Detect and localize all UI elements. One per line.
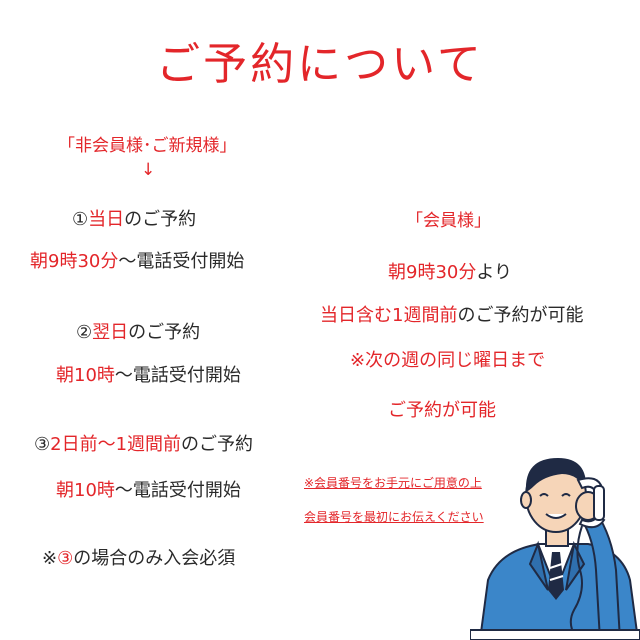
member-line-3: ※次の週の同じ曜日まで bbox=[350, 350, 546, 371]
member-note-2: 会員番号を最初にお伝えください bbox=[304, 510, 484, 524]
member-line-2: 当日含む1週間前のご予約が可能 bbox=[320, 305, 584, 326]
member-line-1: 朝9時30分より bbox=[388, 262, 512, 283]
item-3-heading: ③2日前～1週間前のご予約 bbox=[34, 434, 254, 455]
item-2-heading: ②翌日のご予約 bbox=[76, 322, 201, 343]
non-member-header: 「非会員様･ご新規様」 bbox=[58, 136, 237, 156]
item-2-time: 朝10時～電話受付開始 bbox=[56, 365, 241, 386]
page-title: ご予約について bbox=[156, 39, 484, 90]
businessman-phone-illustration bbox=[470, 458, 640, 640]
footnote: ※③の場合のみ入会必須 bbox=[42, 548, 236, 569]
member-line-4: ご予約が可能 bbox=[388, 400, 496, 421]
item-1-time: 朝9時30分～電話受付開始 bbox=[30, 251, 245, 272]
item-1-heading: ①当日のご予約 bbox=[72, 209, 197, 230]
member-header: 「会員様」 bbox=[406, 211, 491, 231]
item-3-time: 朝10時～電話受付開始 bbox=[56, 480, 241, 501]
member-note-1: ※会員番号をお手元にご用意の上 bbox=[304, 476, 482, 490]
down-arrow: ↓ bbox=[141, 160, 156, 180]
